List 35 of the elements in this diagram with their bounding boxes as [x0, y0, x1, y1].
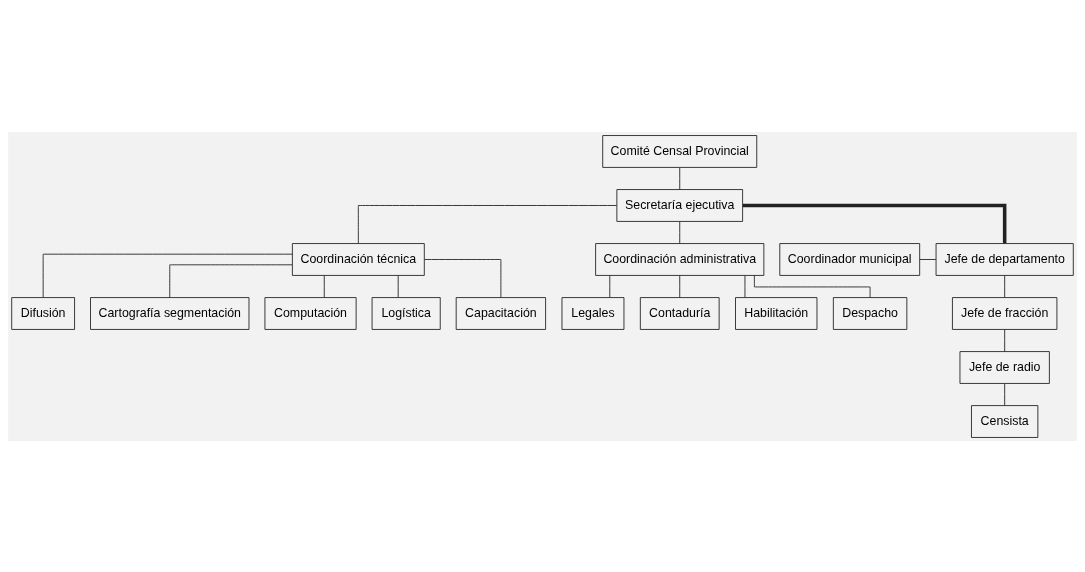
- node-box: Contaduría: [639, 296, 720, 330]
- node-box: Difusión: [11, 296, 75, 330]
- connector: [357, 204, 618, 244]
- connector: [744, 274, 746, 298]
- node-box: Despacho: [832, 296, 908, 330]
- connector: [679, 166, 681, 190]
- node-box: Comité Censal Provincial: [602, 134, 758, 168]
- node-box: Capacitación: [455, 296, 547, 330]
- connector: [742, 203, 1007, 243]
- node-box: Jefe de fracción: [952, 296, 1058, 330]
- node-box: Legales: [561, 296, 625, 330]
- connector: [1004, 328, 1006, 352]
- connector: [424, 258, 502, 298]
- connector: [679, 220, 681, 244]
- node-box: Coordinador municipal: [779, 242, 921, 276]
- connector: [919, 258, 937, 260]
- connector: [397, 274, 399, 298]
- node-box: Computación: [264, 296, 357, 330]
- connector: [1004, 382, 1006, 406]
- connector: [323, 274, 325, 298]
- connector: [169, 263, 293, 298]
- node-box: Jefe de radio: [959, 350, 1050, 384]
- connector: [42, 253, 293, 298]
- node-box: Secretaría ejecutiva: [616, 188, 744, 222]
- node-box: Censista: [971, 404, 1039, 438]
- node-box: Jefe de departamento: [935, 242, 1074, 276]
- node-box: Habilitación: [735, 296, 818, 330]
- node-box: Cartografía segmentación: [90, 296, 250, 330]
- node-box: Coordinación técnica: [291, 242, 425, 276]
- node-box: Logística: [371, 296, 441, 330]
- node-box: Coordinación administrativa: [595, 242, 765, 276]
- connector: [753, 274, 871, 298]
- connector: [1004, 274, 1006, 298]
- connector: [679, 274, 681, 298]
- connector: [609, 274, 611, 298]
